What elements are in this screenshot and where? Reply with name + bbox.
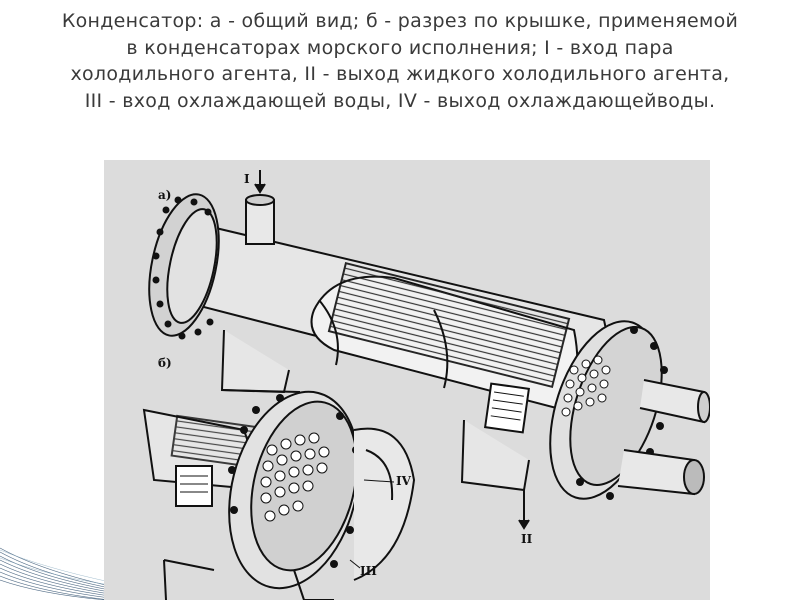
label-view-a: а): [158, 188, 172, 202]
label-outlet-iv: IV: [396, 474, 411, 488]
decorative-wave-lines-icon: [0, 547, 110, 600]
label-outlet-ii: II: [521, 532, 533, 546]
label-view-b: б): [158, 356, 172, 370]
label-inlet-iii: III: [360, 564, 377, 578]
slide-caption: Конденсатор: а - общий вид; б - разрез п…: [61, 10, 739, 112]
condenser-drawing-icon: [142, 170, 710, 600]
condenser-drawing: а) б) I II III IV: [104, 160, 710, 600]
label-inlet-i: I: [244, 172, 250, 186]
